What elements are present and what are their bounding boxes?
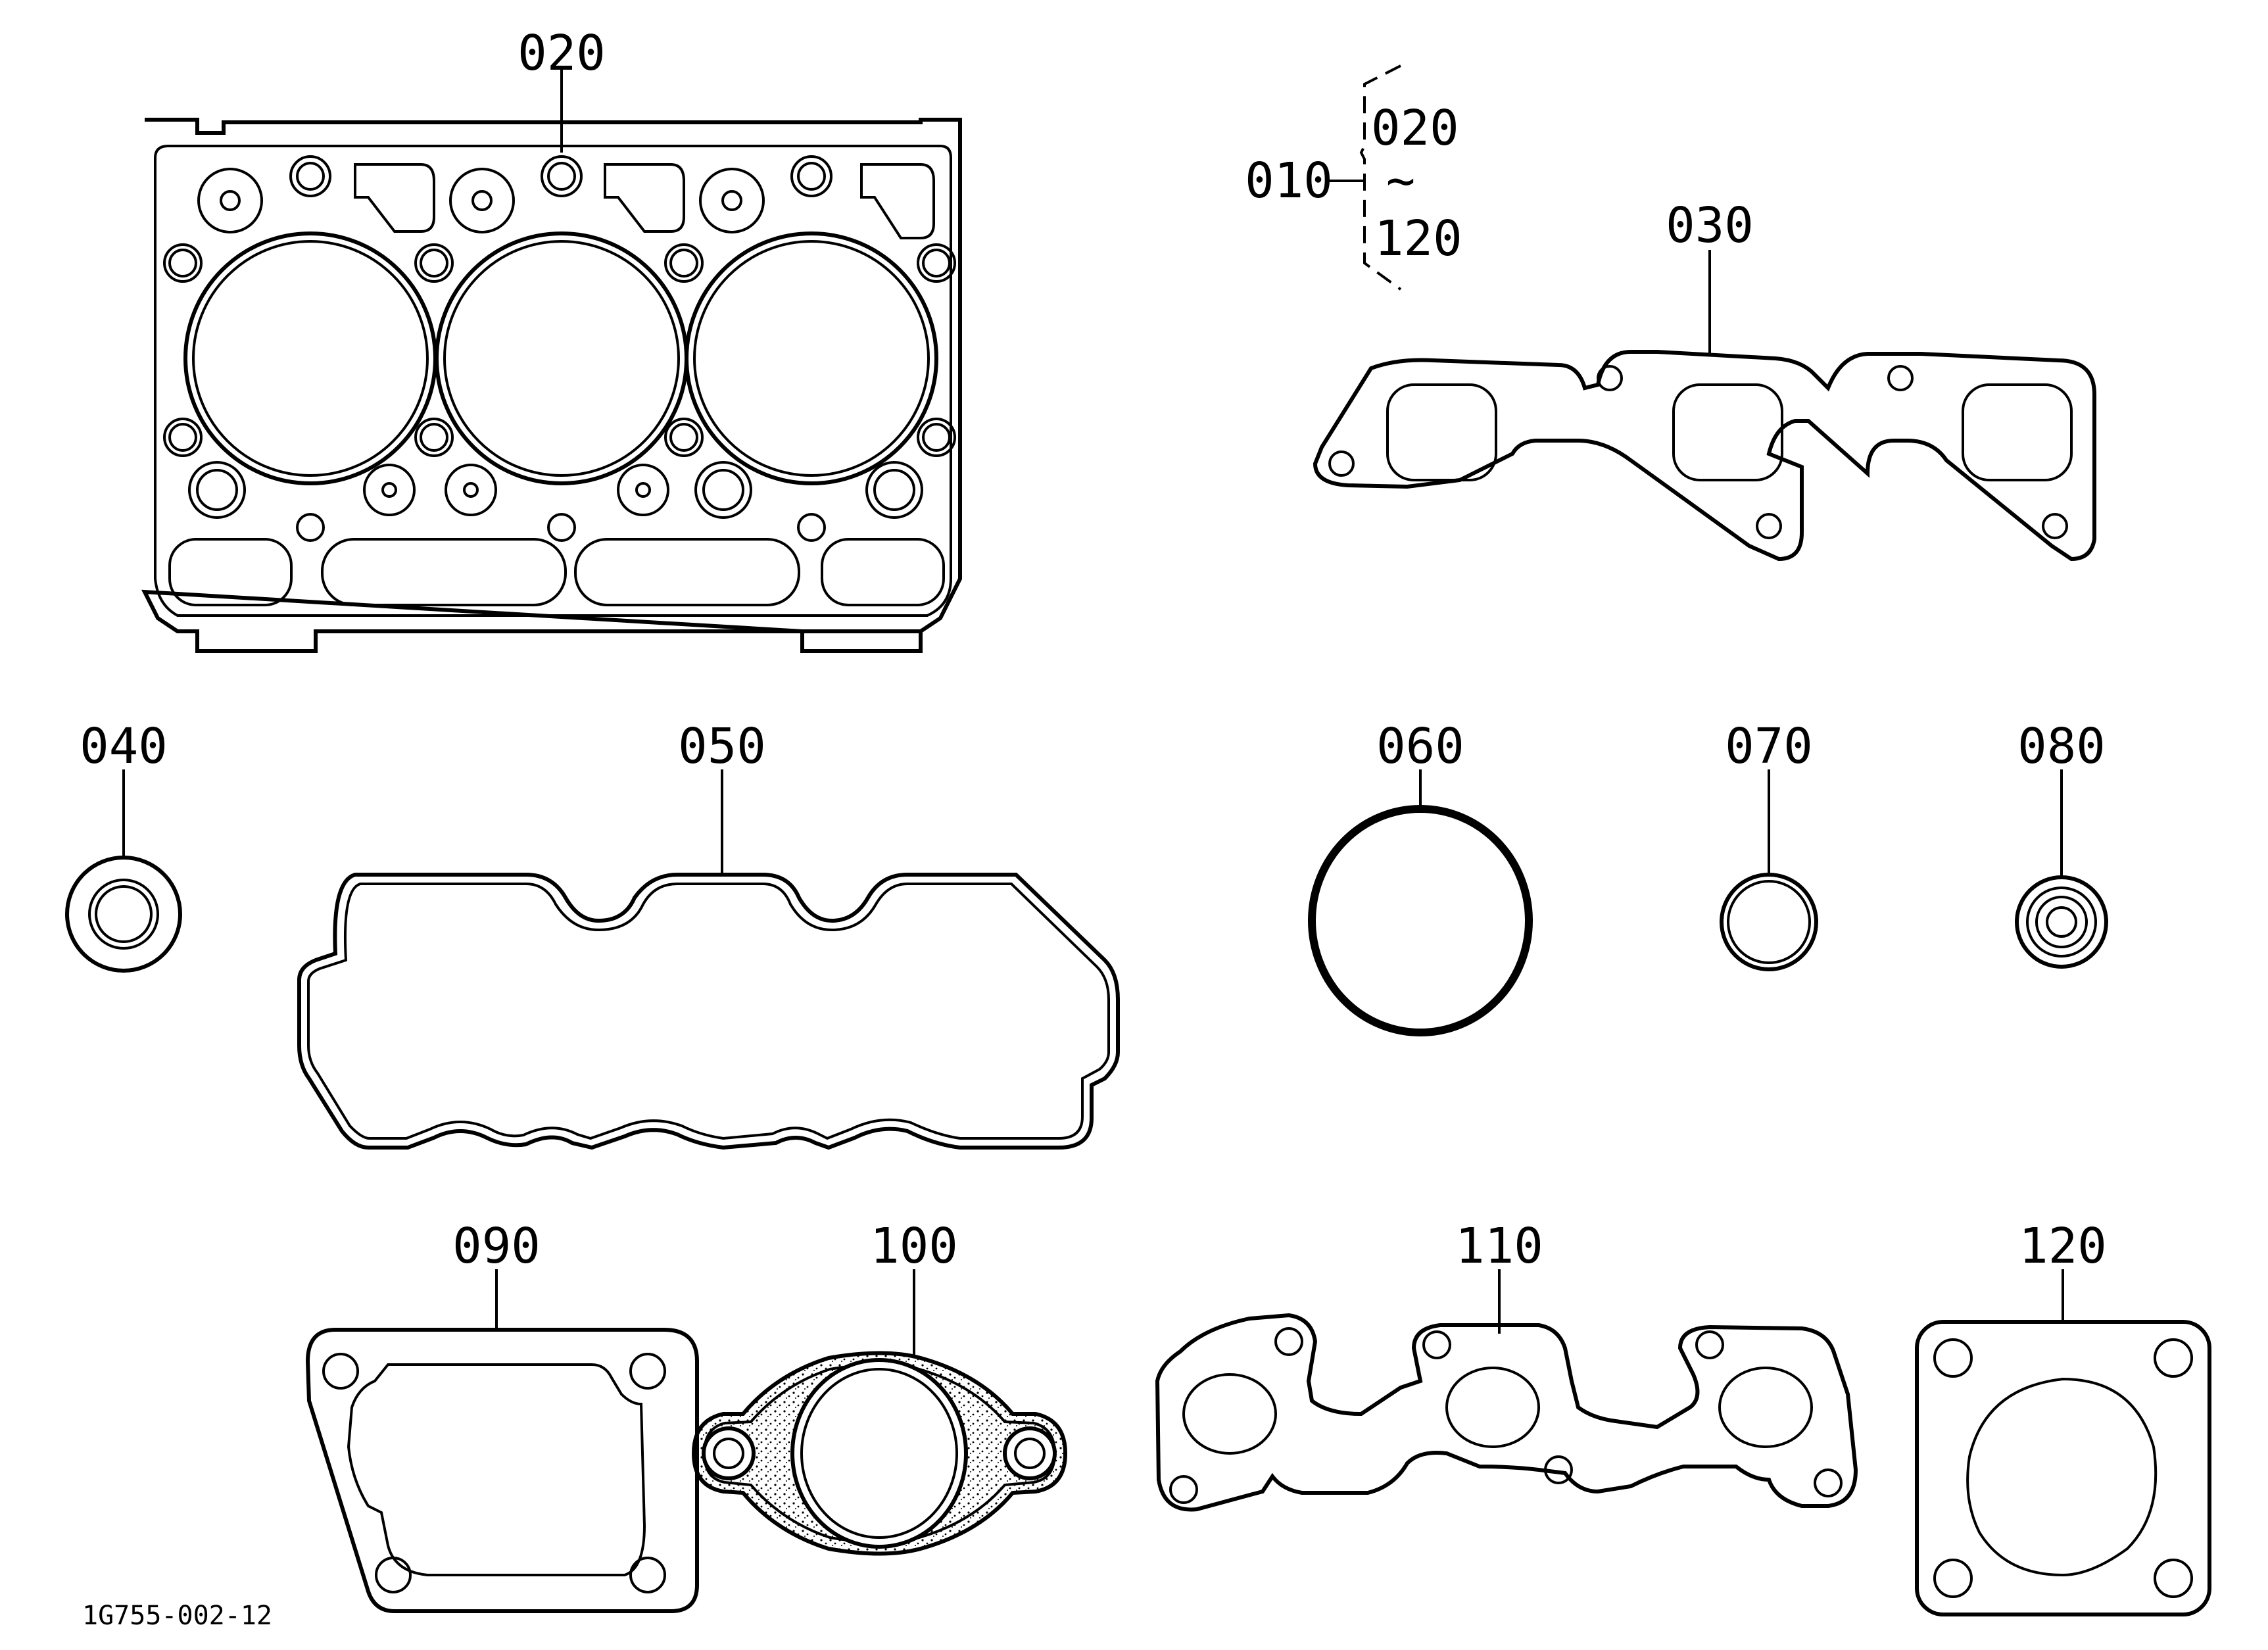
- part-050-cover-gasket[interactable]: [297, 769, 1120, 1150]
- label-110: 110: [1455, 1218, 1543, 1274]
- part-070-washer[interactable]: [1720, 769, 1818, 971]
- label-040: 040: [80, 718, 168, 775]
- part-100-flange-gasket[interactable]: [691, 1269, 1068, 1556]
- part-090-cover-gasket[interactable]: [305, 1269, 699, 1613]
- part-110-intake-gasket[interactable]: [1155, 1269, 1858, 1512]
- label-060: 060: [1376, 718, 1464, 775]
- part-020-head-gasket[interactable]: [141, 66, 962, 653]
- part-080-seal[interactable]: [2015, 769, 2108, 969]
- part-060-o-ring[interactable]: [1308, 769, 1533, 1036]
- range-from-label: 020: [1371, 100, 1459, 157]
- label-030: 030: [1666, 197, 1754, 254]
- range-to-label: 120: [1374, 210, 1462, 267]
- label-120: 120: [2019, 1218, 2107, 1274]
- range-note: [1328, 64, 1402, 291]
- label-070: 070: [1725, 718, 1813, 775]
- part-040-seal[interactable]: [65, 769, 182, 973]
- label-050: 050: [678, 718, 766, 775]
- label-020: 020: [518, 25, 606, 82]
- part-030-manifold-gasket[interactable]: [1313, 250, 2096, 562]
- label-090: 090: [452, 1218, 541, 1274]
- label-080: 080: [2017, 718, 2106, 775]
- label-100: 100: [870, 1218, 958, 1274]
- part-120-square-gasket[interactable]: [1915, 1269, 2211, 1616]
- range-tilde: ~: [1386, 153, 1416, 209]
- range-parent-label: 010: [1245, 153, 1333, 209]
- drawing-number: 1G755-002-12: [82, 1601, 272, 1631]
